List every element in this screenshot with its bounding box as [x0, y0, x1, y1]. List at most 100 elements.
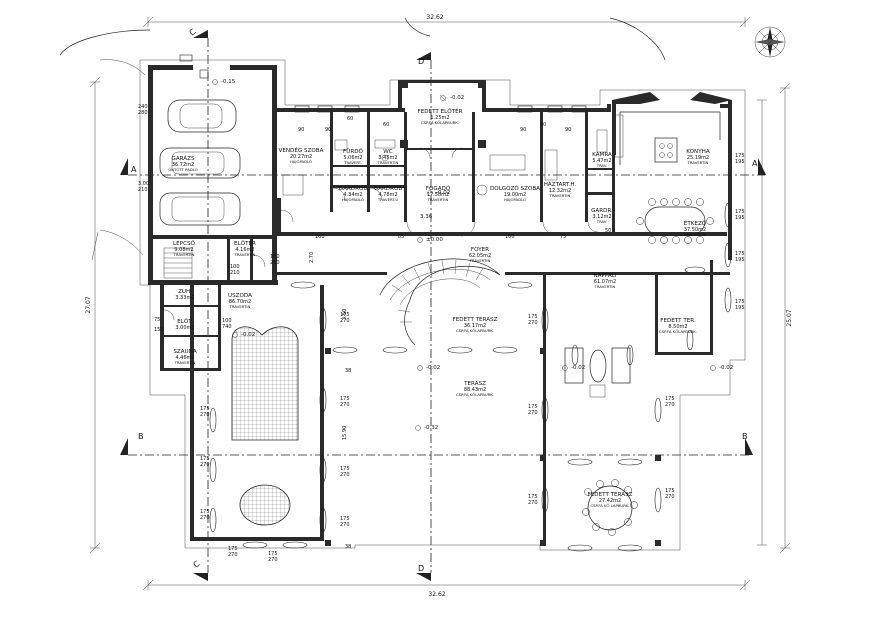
opening-dim: 270 [340, 402, 350, 408]
building-outline [139, 59, 746, 551]
opening-dim: 175 [735, 251, 745, 257]
opening-dim: 175 [340, 516, 350, 522]
room-floor: CSP.FÁ KŐLAPBURK. [659, 329, 697, 334]
room-name: WC [383, 149, 393, 155]
room-floor: TRAVERTIN [594, 284, 616, 289]
room-floor: TRAVERTIN [173, 252, 195, 257]
opening-dim: 270 [340, 522, 350, 528]
room-floor: CSP.FÁ KŐLAPBURK. [421, 120, 459, 125]
bottom-dimension: 32.62 [428, 591, 445, 598]
room-area: 36.17m2 [464, 323, 486, 329]
opening-dim: 3.00 [138, 181, 149, 187]
level-marker: -0.15 [221, 79, 236, 85]
room-name: TERASZ [463, 381, 486, 387]
dining-table [636, 198, 714, 244]
room-floor: CSP.FÁ KŐ LAPBURK. [590, 503, 629, 508]
room-name: FEDETT TER. [660, 318, 696, 324]
top-dimension: 32.62 [426, 14, 443, 21]
room-area: 37.50m2 [684, 227, 706, 233]
opening-dim: 60 [540, 122, 546, 128]
room-name: LÉPCSŐ [173, 239, 195, 247]
opening-dim: 270 [340, 318, 350, 324]
opening-dim: 50 [605, 228, 611, 234]
section-b-right-label: B [742, 432, 748, 441]
room-name: ELŐT. [177, 318, 193, 325]
room-floor: TRAVERT.Ú [377, 197, 399, 202]
room-floor: TRAVERTIN [684, 232, 706, 237]
room-floor: TRAVERTIN [229, 304, 251, 309]
level-marker: -0.02 [241, 332, 255, 338]
opening-dim: 175 [665, 488, 675, 494]
room-name: GARDROB [339, 186, 368, 192]
room-name: KONYHA [686, 149, 710, 155]
section-d-bottom-label: D [418, 564, 424, 573]
opening-dim: 75 [154, 317, 160, 323]
level-marker: -0.32 [424, 425, 438, 431]
room-area: 36.72m2 [172, 162, 194, 168]
opening-dim: 175 [735, 153, 745, 159]
level-marker: -0.02 [571, 365, 585, 371]
opening-dim: 175 [340, 396, 350, 402]
room-area: 4.78m2 [378, 192, 397, 198]
room-area: 3.00m2 [175, 325, 194, 331]
room-name: ZUH. [178, 289, 192, 295]
opening-dim: 3.50 [342, 309, 348, 320]
room-name: FEDETT TERASZ [588, 492, 633, 498]
room-area: 4.46m2 [175, 355, 194, 361]
room-floor: TRAV. [596, 163, 607, 168]
opening-dim: 3.36 [420, 214, 433, 220]
opening-dim: 210 [270, 260, 280, 266]
room-floor: TRAVERTIN [427, 197, 449, 202]
room-area: 12.32m2 [549, 188, 571, 194]
opening-dim: 2.70 [309, 252, 315, 263]
opening-dim: 100 [222, 318, 232, 324]
office-furniture [476, 149, 558, 196]
room-name: DOLGOZÓ SZOBA [490, 185, 540, 192]
room-floor: HAJÓPADLÓ [342, 197, 364, 202]
opening-dimensions: 175 270 175 270 175 270 175 270 175 270 … [138, 104, 745, 563]
opening-dim: 270 [528, 410, 538, 416]
room-name: FEDETT TERASZ [453, 317, 498, 323]
opening-dim: 270 [665, 402, 675, 408]
opening-dim: 100 [270, 254, 280, 260]
opening-dim: 15.90 [342, 426, 348, 440]
level-marker: -0.02 [719, 365, 733, 371]
room-name: FEDETT ELŐTÉR [418, 107, 463, 115]
opening-dim: 150 [154, 327, 164, 333]
opening-dim: 75 [560, 234, 566, 240]
opening-dim: 175 [735, 209, 745, 215]
north-arrow-icon [754, 26, 786, 58]
walls [148, 65, 732, 545]
staircase [163, 247, 501, 346]
opening-dim: 210 [230, 270, 240, 276]
opening-dim: 175 [340, 312, 350, 318]
opening-dim: 270 [665, 494, 675, 500]
living-room-furniture [564, 347, 631, 398]
opening-dim: 175 [200, 406, 210, 412]
opening-dim: 90 [325, 127, 331, 133]
section-c-top-label: C [188, 27, 198, 38]
opening-dim: 270 [200, 412, 210, 418]
opening-dim: 175 [228, 546, 238, 552]
room-area: 3.45m2 [378, 155, 397, 161]
room-floor: ÖNTÖTT PADLÓ [168, 167, 197, 172]
room-name: NAPPALI [594, 273, 617, 279]
opening-dim: 195 [735, 257, 745, 263]
opening-dim: 270 [528, 320, 538, 326]
room-label: ZUH.3.33m2 [175, 289, 194, 301]
opening-dim: 90 [565, 127, 571, 133]
room-floor: TRAVERT. [343, 160, 362, 165]
room-area: 1.25m2 [430, 115, 449, 121]
